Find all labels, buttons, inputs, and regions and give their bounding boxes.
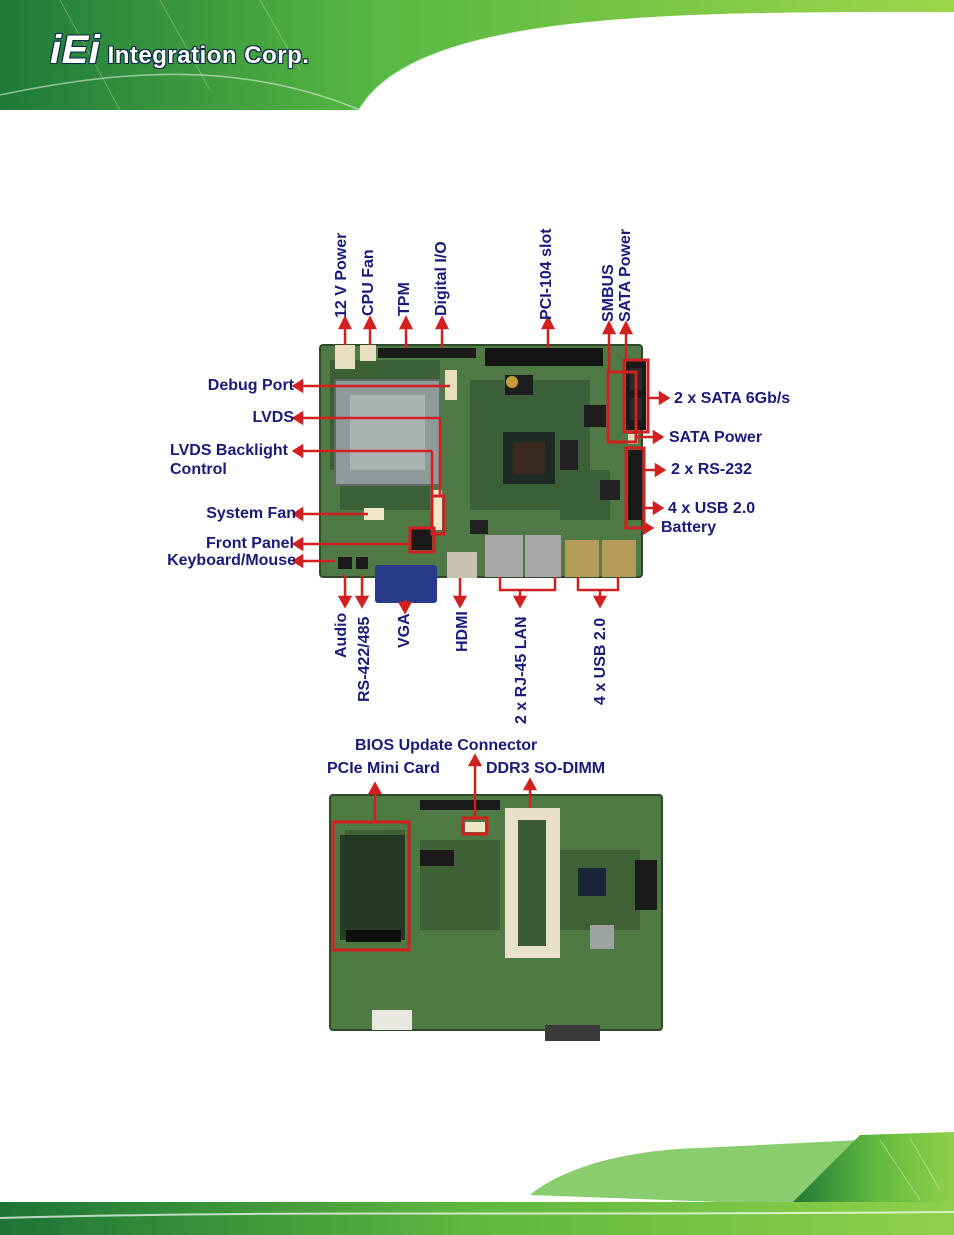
label-rs422-485: RS-422/485 <box>356 616 373 702</box>
logo-company: Integration Corp. <box>107 42 310 69</box>
label-lvds-backlight: LVDS Backlight <box>170 442 288 459</box>
label-cpu-fan: CPU Fan <box>360 249 377 316</box>
label-sata-6gbs: 2 x SATA 6Gb/s <box>674 390 791 407</box>
label-tpm: TPM <box>396 282 413 316</box>
label-pcie-mini-card: PCIe Mini Card <box>327 760 440 777</box>
label-vga: VGA <box>396 613 413 648</box>
label-12v-power: 12 V Power <box>333 232 350 318</box>
company-logo: iEi Integration Corp. <box>50 28 309 73</box>
label-usb-bottom: 4 x USB 2.0 <box>592 617 609 705</box>
label-system-fan: System Fan <box>206 505 296 522</box>
label-rj45-lan: 2 x RJ-45 LAN <box>513 616 530 724</box>
label-usb-right: 4 x USB 2.0 <box>668 500 756 517</box>
label-ddr3-sodimm: DDR3 SO-DIMM <box>486 760 606 777</box>
label-digital-io: Digital I/O <box>433 241 450 316</box>
label-lvds-backlight-control: Control <box>170 461 227 478</box>
label-rs232: 2 x RS-232 <box>671 461 752 478</box>
label-keyboard-mouse: Keyboard/Mouse <box>167 552 296 569</box>
label-sata-power-right: SATA Power <box>669 429 763 446</box>
label-battery: Battery <box>661 519 717 536</box>
label-hdmi: HDMI <box>454 611 471 652</box>
label-audio: Audio <box>333 612 350 658</box>
footer-banner <box>0 1132 954 1235</box>
bottom-board <box>329 794 663 1041</box>
label-pci104-slot: PCI-104 slot <box>538 228 555 320</box>
label-sata-power-top: SATA Power <box>617 228 634 322</box>
top-board <box>319 344 646 603</box>
label-bios-update-connector: BIOS Update Connector <box>355 737 538 754</box>
bottom-board-leaders <box>367 753 538 822</box>
header-banner <box>0 0 954 111</box>
label-front-panel: Front Panel <box>205 535 294 552</box>
label-smbus: SMBUS <box>600 264 617 322</box>
label-debug-port: Debug Port <box>207 377 294 394</box>
top-board-leaders <box>291 315 671 615</box>
label-lvds: LVDS <box>252 409 294 426</box>
logo-brand: iEi <box>50 28 101 72</box>
